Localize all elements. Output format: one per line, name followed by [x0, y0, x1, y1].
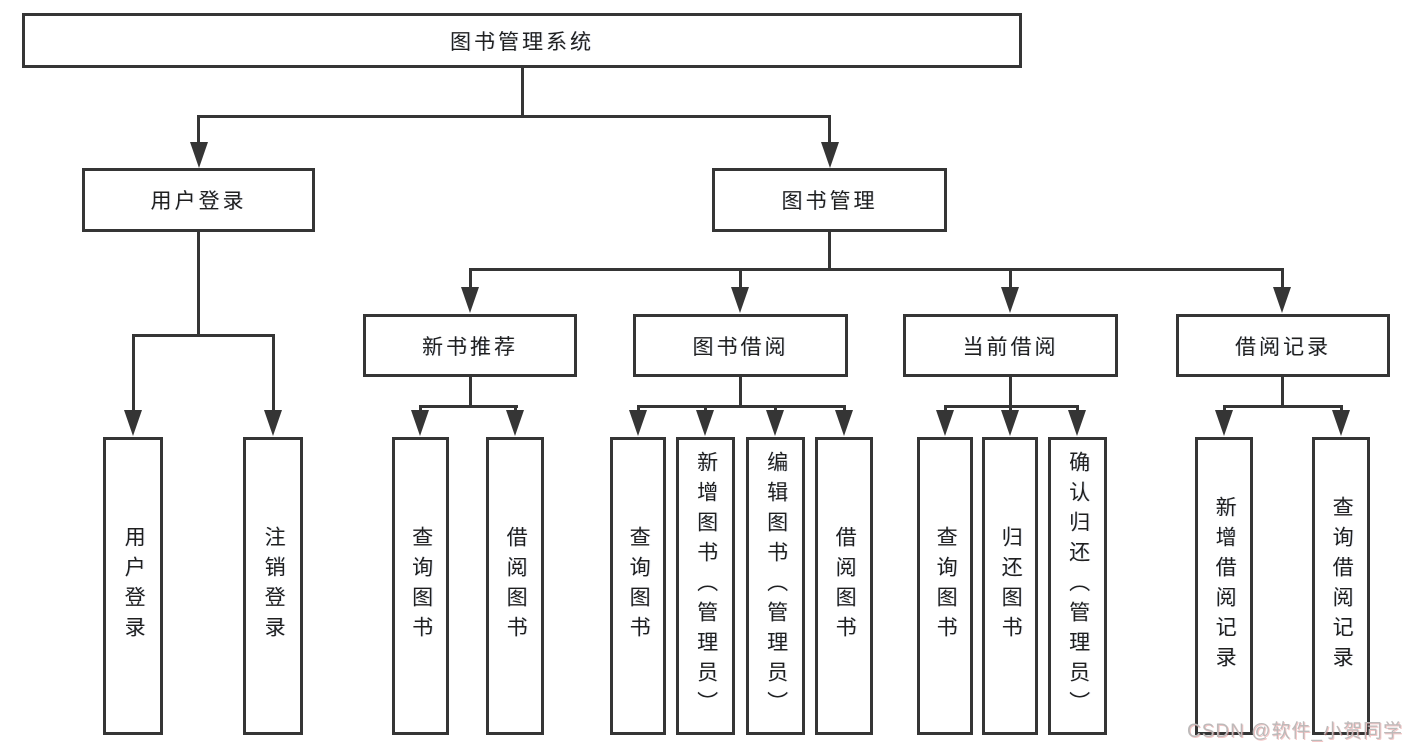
- connector-drop: [1076, 405, 1079, 413]
- arrow-down-icon: [190, 142, 208, 168]
- arrow-down-icon: [264, 410, 282, 436]
- connector-drop: [944, 405, 947, 413]
- arrow-down-icon: [461, 287, 479, 313]
- leaf-logout: 注销登录: [243, 437, 303, 735]
- connector-drop: [1340, 405, 1343, 413]
- arrow-down-icon: [1273, 287, 1291, 313]
- connector-bar: [132, 334, 275, 337]
- leaf-query-books-recommend: 查询图书: [392, 437, 449, 735]
- leaf-borrow-books-recommend: 借阅图书: [486, 437, 544, 735]
- node-label: 新书推荐: [422, 335, 518, 359]
- connector-drop: [272, 334, 275, 413]
- leaf-label: 确认归还（管理员）: [1066, 451, 1090, 721]
- arrow-down-icon: [766, 410, 784, 436]
- arrow-down-icon: [731, 287, 749, 313]
- connector-drop: [197, 115, 200, 144]
- leaf-confirm-return-admin: 确认归还（管理员）: [1048, 437, 1107, 735]
- arrow-down-icon: [506, 410, 524, 436]
- connector-drop: [637, 405, 640, 413]
- connector-drop: [739, 268, 742, 288]
- node-library-system: 图书管理系统: [22, 13, 1022, 68]
- connector-drop: [843, 405, 846, 413]
- leaf-label: 查询图书: [934, 526, 958, 646]
- connector-drop: [1009, 268, 1012, 288]
- arrow-down-icon: [124, 410, 142, 436]
- leaf-query-books-current: 查询图书: [917, 437, 973, 735]
- arrow-down-icon: [1332, 410, 1350, 436]
- node-label: 图书管理系统: [450, 30, 594, 54]
- node-label: 图书借阅: [692, 335, 789, 359]
- arrow-down-icon: [1215, 410, 1233, 436]
- leaf-add-borrow-record: 新增借阅记录: [1195, 437, 1253, 735]
- leaf-label: 查询图书: [627, 526, 651, 646]
- arrow-down-icon: [936, 410, 954, 436]
- node-borrow-records: 借阅记录: [1176, 314, 1390, 377]
- connector-drop: [774, 405, 777, 413]
- connector-drop: [419, 405, 422, 413]
- connector-drop: [1009, 405, 1012, 413]
- node-label: 当前借阅: [962, 335, 1059, 359]
- node-book-borrow: 图书借阅: [633, 314, 848, 377]
- node-label: 图书管理: [781, 190, 878, 213]
- connector-stem: [1281, 374, 1284, 407]
- connector-drop: [1223, 405, 1226, 413]
- connector-drop: [704, 405, 707, 413]
- leaf-label: 查询图书: [409, 526, 433, 646]
- connector-drop: [1281, 268, 1284, 288]
- arrow-down-icon: [411, 410, 429, 436]
- node-current-borrow: 当前借阅: [903, 314, 1118, 377]
- leaf-label: 注销登录: [262, 526, 286, 646]
- connector-stem: [739, 374, 742, 407]
- node-new-book-recommend: 新书推荐: [363, 314, 577, 377]
- connector-bar: [419, 405, 518, 408]
- connector-stem: [828, 232, 831, 271]
- connector-drop: [469, 268, 472, 288]
- connector-stem: [469, 374, 472, 407]
- leaf-query-books-borrow: 查询图书: [610, 437, 666, 735]
- connector-stem: [1009, 374, 1012, 407]
- leaf-label: 新增图书（管理员）: [694, 451, 718, 721]
- connector-bar: [637, 405, 846, 408]
- leaf-query-borrow-record: 查询借阅记录: [1312, 437, 1370, 735]
- connector-drop: [514, 405, 517, 413]
- arrow-down-icon: [1001, 410, 1019, 436]
- watermark: CSDN @软件_小贺同学: [1187, 721, 1403, 742]
- arrow-down-icon: [821, 142, 839, 168]
- leaf-edit-book-admin: 编辑图书（管理员）: [746, 437, 805, 735]
- connector-level1-bar: [197, 115, 831, 118]
- connector-level2-bar: [469, 268, 1283, 271]
- leaf-label: 编辑图书（管理员）: [764, 451, 788, 721]
- connector-drop: [828, 115, 831, 144]
- arrow-down-icon: [629, 410, 647, 436]
- node-label: 借阅记录: [1235, 335, 1331, 359]
- connector-stem: [197, 232, 200, 336]
- arrow-down-icon: [1068, 410, 1086, 436]
- leaf-label: 用户登录: [122, 526, 146, 646]
- connector-bar: [1223, 405, 1343, 408]
- leaf-borrow-books: 借阅图书: [815, 437, 873, 735]
- leaf-label: 归还图书: [999, 526, 1023, 646]
- leaf-label: 借阅图书: [833, 526, 857, 646]
- leaf-user-login: 用户登录: [103, 437, 163, 735]
- connector-drop: [132, 334, 135, 413]
- node-book-management: 图书管理: [712, 168, 947, 232]
- arrow-down-icon: [1001, 287, 1019, 313]
- leaf-label: 查询借阅记录: [1330, 496, 1354, 676]
- arrow-down-icon: [835, 410, 853, 436]
- connector-root-stem: [521, 68, 524, 118]
- node-label: 用户登录: [150, 190, 247, 213]
- arrow-down-icon: [696, 410, 714, 436]
- leaf-label: 借阅图书: [504, 526, 528, 646]
- leaf-label: 新增借阅记录: [1213, 496, 1237, 676]
- leaf-return-books: 归还图书: [982, 437, 1038, 735]
- leaf-add-book-admin: 新增图书（管理员）: [676, 437, 735, 735]
- node-user-login: 用户登录: [82, 168, 315, 232]
